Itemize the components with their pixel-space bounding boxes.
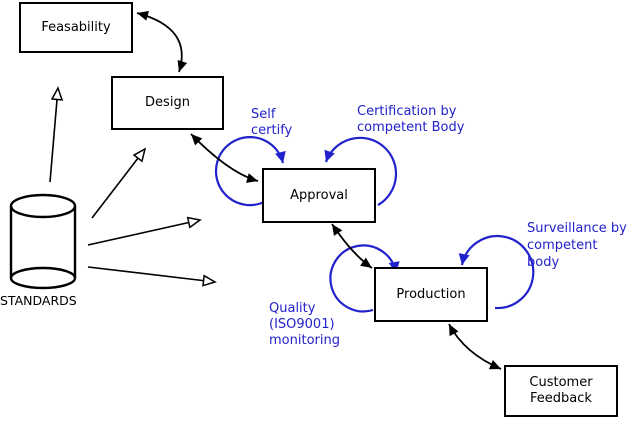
node-customer-feedback: Customer Feedback: [504, 365, 618, 417]
certification-loop-arrow: [324, 136, 398, 206]
surveillance-loop-arrow: [458, 234, 535, 310]
arrow-feasability-design: [136, 11, 188, 73]
node-customer-feedback-label: Customer Feedback: [529, 375, 593, 406]
standards-label: STANDARDS: [0, 293, 77, 308]
standards-cylinder: [9, 193, 77, 290]
node-approval-label: Approval: [290, 187, 348, 203]
arrow-approval-production: [331, 223, 373, 269]
annotation-certification-by-competent-body: Certification by competent Body: [357, 104, 465, 135]
node-design-label: Design: [145, 95, 190, 110]
arrow-standards-to-production: [87, 266, 217, 287]
arrow-standards-to-feasability: [49, 86, 64, 183]
cylinder-bottom-ellipse: [9, 266, 77, 290]
annotation-quality-iso9001-monitoring: Quality (ISO9001) monitoring: [269, 301, 340, 348]
annotation-self-certify: Self certify: [251, 107, 293, 138]
node-design: Design: [111, 76, 224, 130]
node-approval: Approval: [262, 168, 376, 223]
node-production: Production: [374, 267, 488, 322]
arrow-standards-to-approval: [87, 216, 202, 246]
node-feasability-label: Feasability: [41, 19, 111, 35]
arrow-design-approval: [190, 133, 259, 183]
annotation-surveillance-by-competent-body: Surveillance by competent body: [527, 221, 627, 270]
cylinder-top-ellipse: [9, 193, 77, 219]
node-production-label: Production: [396, 286, 466, 302]
node-feasability: Feasability: [19, 2, 133, 53]
arrow-production-customer-feedback: [448, 323, 502, 370]
arrow-standards-to-design: [91, 147, 147, 219]
